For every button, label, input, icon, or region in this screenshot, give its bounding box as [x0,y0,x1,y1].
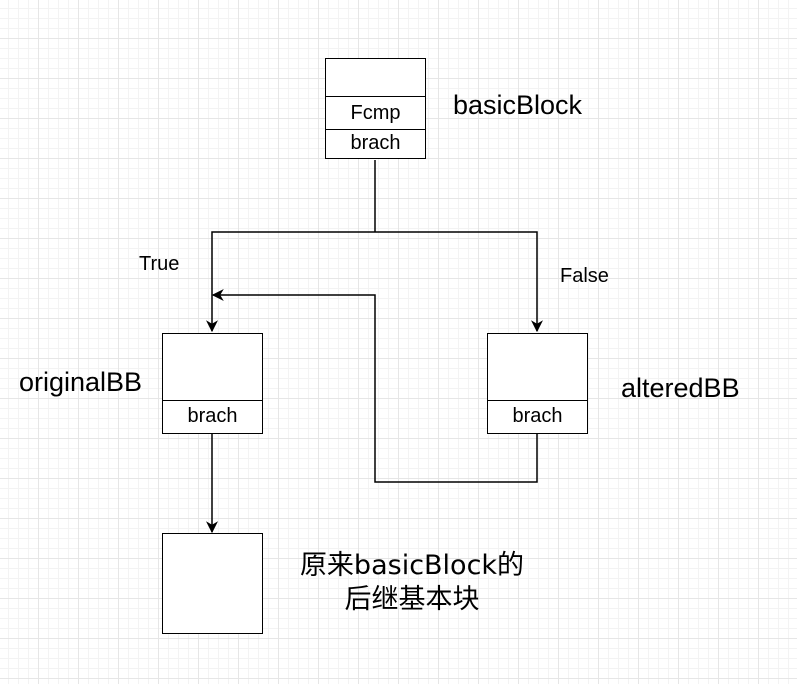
basicblock-fcmp-cell: Fcmp [326,97,425,130]
originalbb-brach-cell: brach [187,405,238,427]
false-edge-label: False [560,265,609,287]
originalbb-empty-cell [163,334,262,401]
true-edge-label: True [139,253,180,275]
basicblock-brach-cell: brach [350,132,401,154]
originalbb-node[interactable]: brach [162,333,263,434]
basicblock-node[interactable]: Fcmp brach [325,58,426,159]
successor-label-line1: 原来basicBlock的 [299,550,525,581]
alteredbb-brach-cell: brach [512,405,563,427]
originalbb-label: originalBB [19,367,143,397]
successor-label: 原来basicBlock的 后继基本块 [294,549,530,617]
edge-alteredbb-back-to-originalbb [211,289,538,483]
successor-node[interactable] [162,533,263,634]
successor-label-line2: 后继基本块 [344,584,480,615]
edge-false-to-alteredbb [375,231,543,333]
alteredbb-node[interactable]: brach [487,333,588,434]
basicblock-label: basicBlock [453,90,583,120]
edge-true-to-originalbb [206,231,375,333]
basicblock-empty-cell [326,59,425,97]
alteredbb-label: alteredBB [621,373,740,403]
alteredbb-empty-cell [488,334,587,401]
